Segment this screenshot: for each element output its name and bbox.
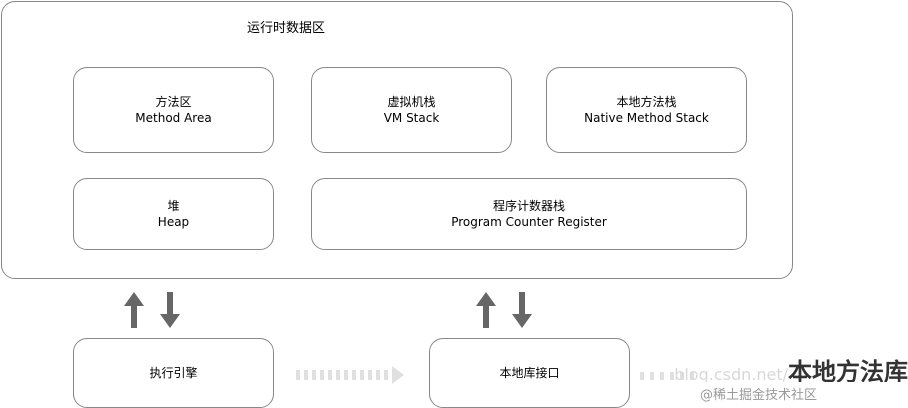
native-method-stack-cn: 本地方法栈: [616, 95, 677, 109]
interface-down-arrow-icon: [512, 292, 532, 328]
dashed-connector: [296, 366, 694, 384]
vm-stack-en: VM Stack: [383, 111, 440, 125]
heap-en: Heap: [157, 215, 190, 229]
pc-register-cn: 程序计数器栈: [492, 199, 565, 213]
method-area-box: 方法区 Method Area: [73, 67, 274, 153]
method-area-cn: 方法区: [155, 95, 192, 109]
native-method-stack-en: Native Method Stack: [584, 111, 709, 125]
interface-up-arrow-icon: [476, 292, 496, 328]
credit-watermark: @稀土掘金技术社区: [700, 388, 818, 403]
native-interface-box: 本地库接口: [429, 338, 630, 408]
execution-engine-cn: 执行引擎: [149, 366, 198, 380]
native-library-text: 本地方法库: [788, 358, 908, 382]
heap-cn: 堆: [167, 199, 180, 213]
native-library-label: blog.csdn.net/本地方法库: [640, 352, 908, 382]
execution-engine-box: 执行引擎: [73, 338, 274, 408]
native-method-stack-box: 本地方法栈 Native Method Stack: [546, 67, 747, 153]
engine-down-arrow-icon: [160, 292, 180, 328]
engine-up-arrow-icon: [124, 292, 144, 328]
blog-watermark: blog.csdn.net/: [674, 365, 788, 382]
vm-stack-cn: 虚拟机栈: [387, 95, 436, 109]
heap-box: 堆 Heap: [73, 178, 274, 250]
native-interface-cn: 本地库接口: [499, 366, 560, 380]
vm-stack-box: 虚拟机栈 VM Stack: [311, 67, 512, 153]
pc-register-en: Program Counter Register: [451, 215, 607, 229]
runtime-data-area-title: 运行时数据区: [246, 21, 325, 36]
pc-register-box: 程序计数器栈 Program Counter Register: [311, 178, 747, 250]
method-area-en: Method Area: [135, 111, 212, 125]
